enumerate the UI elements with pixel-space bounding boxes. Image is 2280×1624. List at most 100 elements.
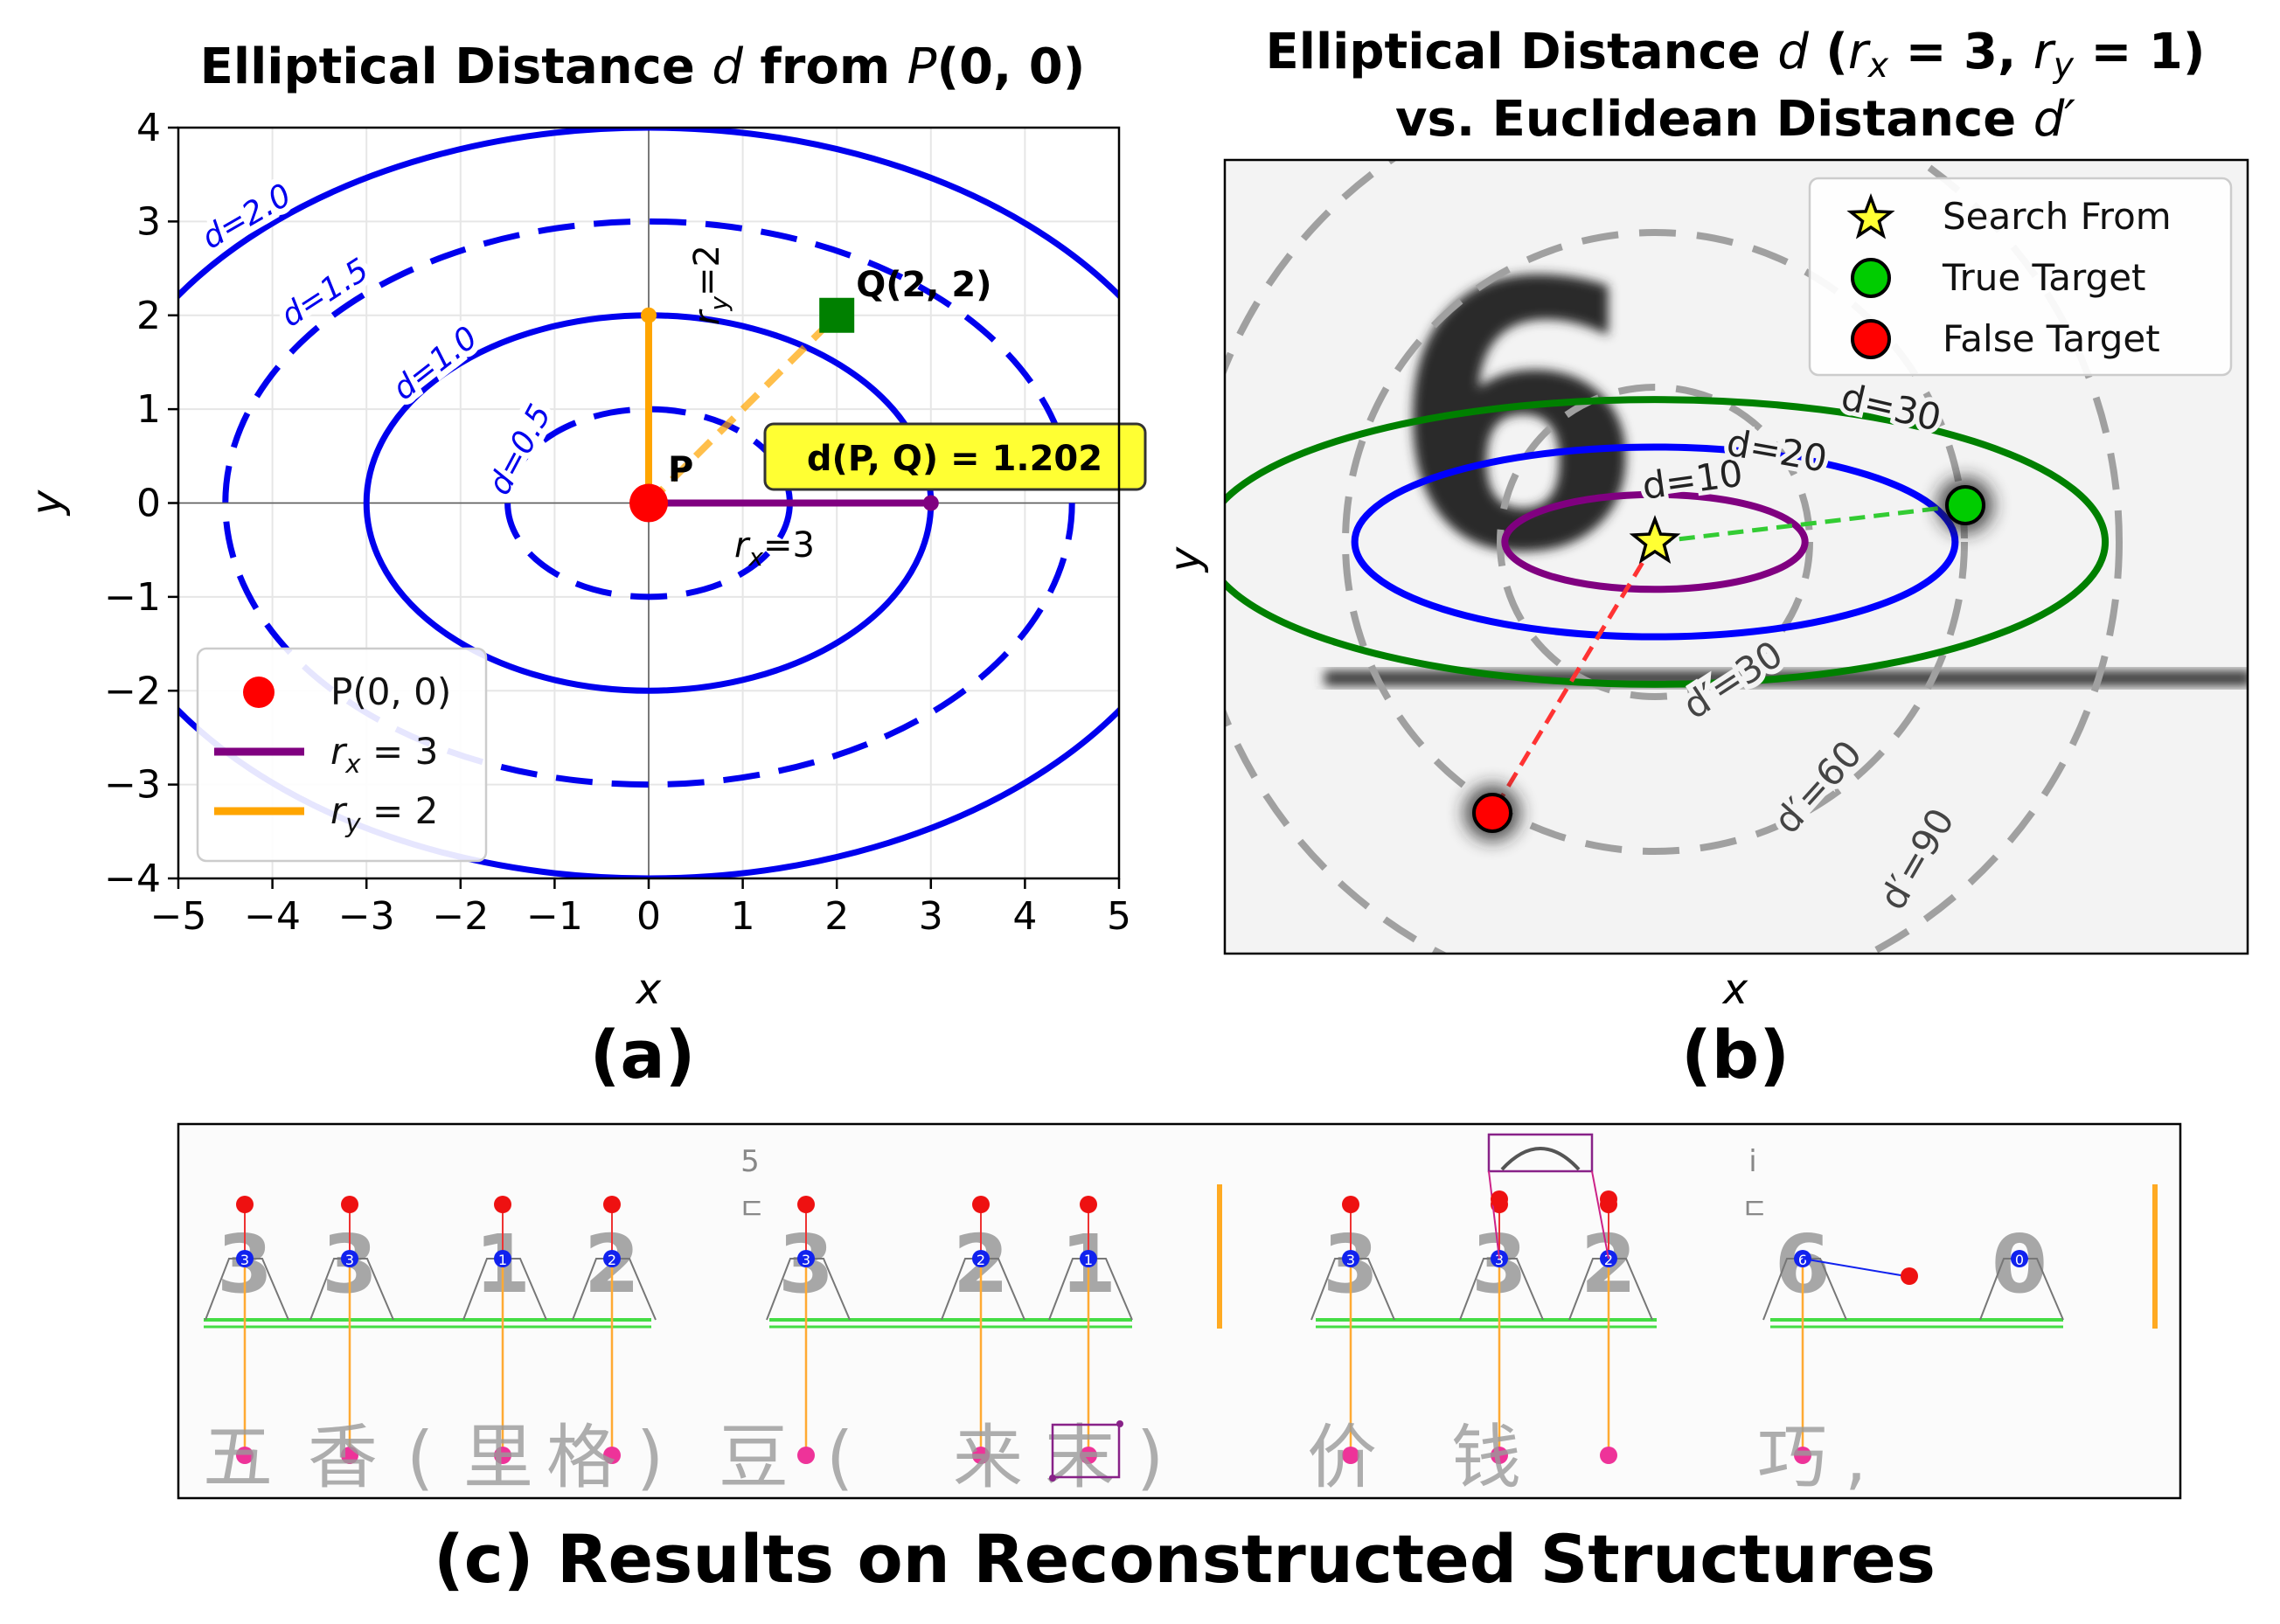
panel-a-title: Elliptical Distance d from P(0, 0)	[200, 38, 1086, 95]
panel-a: Elliptical Distance d from P(0, 0) d=0.5…	[23, 38, 1147, 1093]
purple-slur-box	[1487, 1133, 1594, 1173]
x-tick-label: −4	[244, 894, 301, 939]
blue-node-label: 6	[1798, 1252, 1807, 1268]
lyric-character: 巧	[1757, 1417, 1827, 1498]
legend-true-label: True Target	[1942, 256, 2146, 299]
purple-box-corner	[1049, 1475, 1056, 1482]
panel-b-title-line2: vs. Euclidean Distance d′	[1395, 91, 2075, 148]
true-target-line	[1654, 503, 1966, 545]
panel-b-frame	[1223, 158, 2249, 955]
y-tick-label: 1	[136, 387, 161, 432]
pink-node	[1491, 1447, 1508, 1464]
y-tick-label: −3	[104, 763, 161, 808]
blue-node-label: 1	[498, 1252, 507, 1268]
x-tick-label: −5	[150, 894, 207, 939]
lyric-character: (	[826, 1417, 853, 1498]
small-mark: ㄷ	[1741, 1192, 1768, 1227]
lyric-character: 豆	[719, 1417, 789, 1498]
blue-node-label: 2	[1604, 1252, 1613, 1268]
red-dot	[1080, 1196, 1097, 1213]
pink-node	[1794, 1447, 1811, 1464]
blue-node-label: 1	[1084, 1252, 1093, 1268]
blue-node-label: 3	[1495, 1252, 1504, 1268]
panel-b-elliptical-contours	[1225, 396, 2109, 688]
red-dot	[1342, 1196, 1359, 1213]
red-dot	[236, 1196, 254, 1213]
y-tick-label: 0	[136, 482, 161, 526]
blue-node-label: 0	[2015, 1252, 2024, 1268]
distance-box	[763, 422, 1147, 491]
search-from-star	[1629, 515, 1681, 564]
slur-link	[1488, 1170, 1500, 1260]
x-tick-label: 5	[1107, 894, 1131, 939]
lyric-character: )	[636, 1417, 664, 1498]
pink-node	[1600, 1447, 1617, 1464]
point-p-label: P	[668, 450, 693, 490]
x-tick-label: 4	[1012, 894, 1037, 939]
lyric-character: ,	[1845, 1417, 1866, 1498]
panel-c-frame	[177, 1122, 2182, 1500]
blue-node	[1342, 1250, 1359, 1267]
red-dot	[494, 1196, 511, 1213]
legend-rx-label: rx​ = 3	[330, 730, 438, 779]
y-tick-label: −4	[104, 857, 161, 901]
panel-b-ylabel: y	[1161, 546, 1210, 573]
bar-line	[1217, 1184, 1222, 1329]
y-tick-label: 3	[136, 199, 161, 244]
euclid-circle-60	[1342, 229, 1968, 855]
panel-c: 331232133260331232133260五香(里格)豆(来末)价钱巧,5…	[177, 1122, 2182, 1598]
panel-a-marks: PQ(2, 2)rx​=3ry​=2d(P, Q) = 1.202	[629, 245, 1147, 572]
pink-node	[494, 1447, 511, 1464]
bar-line	[2152, 1184, 2158, 1329]
ry-endpoint	[641, 307, 657, 323]
red-dot	[341, 1196, 358, 1213]
legend-p-marker	[243, 677, 275, 708]
blue-node-label: 3	[802, 1252, 810, 1268]
elliptical-contour-10	[1501, 490, 1809, 593]
lyric-character: 格	[546, 1417, 616, 1498]
blue-node-label: 3	[1346, 1252, 1355, 1268]
small-mark: ㄷ	[738, 1192, 765, 1227]
legend-ry-label: ry​ = 2	[330, 789, 438, 838]
blue-node	[972, 1250, 990, 1267]
pink-node	[1342, 1447, 1359, 1464]
red-dot	[603, 1196, 621, 1213]
ry-label: ry​=2	[687, 245, 733, 325]
x-tick-label: −1	[526, 894, 583, 939]
rx-endpoint	[922, 495, 939, 511]
x-tick-label: 2	[824, 894, 849, 939]
blue-node-label: 2	[977, 1252, 985, 1268]
x-tick-label: −2	[432, 894, 489, 939]
elliptical-contour-30	[1225, 396, 2109, 688]
red-dot	[972, 1196, 990, 1213]
legend-star-icon	[1846, 192, 1895, 239]
point-q-marker	[819, 297, 855, 333]
blue-node-label: 3	[240, 1252, 249, 1268]
pink-node	[1080, 1447, 1097, 1464]
rx-label: rx​=3	[734, 525, 815, 572]
x-tick-label: 0	[636, 894, 661, 939]
legend-true-marker	[1851, 258, 1891, 298]
lyric-character: 五	[203, 1417, 273, 1498]
legend-box	[1808, 177, 2233, 377]
y-tick-label: 2	[136, 294, 161, 338]
pq-dashed-line	[646, 312, 840, 506]
panel-b-label: (b)	[1681, 1016, 1790, 1093]
blue-node	[341, 1250, 358, 1267]
false-target-line	[1490, 540, 1658, 815]
x-tick-label: −3	[338, 894, 395, 939]
legend-search-label: Search From	[1943, 195, 2172, 238]
blue-node	[494, 1250, 511, 1267]
legend-false-label: False Target	[1943, 317, 2160, 360]
lyric-character: 香	[308, 1417, 378, 1498]
pink-node	[797, 1447, 815, 1464]
purple-box-corner	[1116, 1420, 1123, 1427]
lyric-character: 末	[1045, 1417, 1115, 1498]
red-dot	[1600, 1190, 1617, 1208]
panel-b-title-line1: Elliptical Distance d (rx​ = 3, ry​ = 1)	[1266, 24, 2206, 86]
red-dot	[1491, 1190, 1508, 1208]
distance-box-text: d(P, Q) = 1.202	[807, 439, 1102, 479]
legend-p-label: P(0, 0)	[330, 670, 451, 713]
